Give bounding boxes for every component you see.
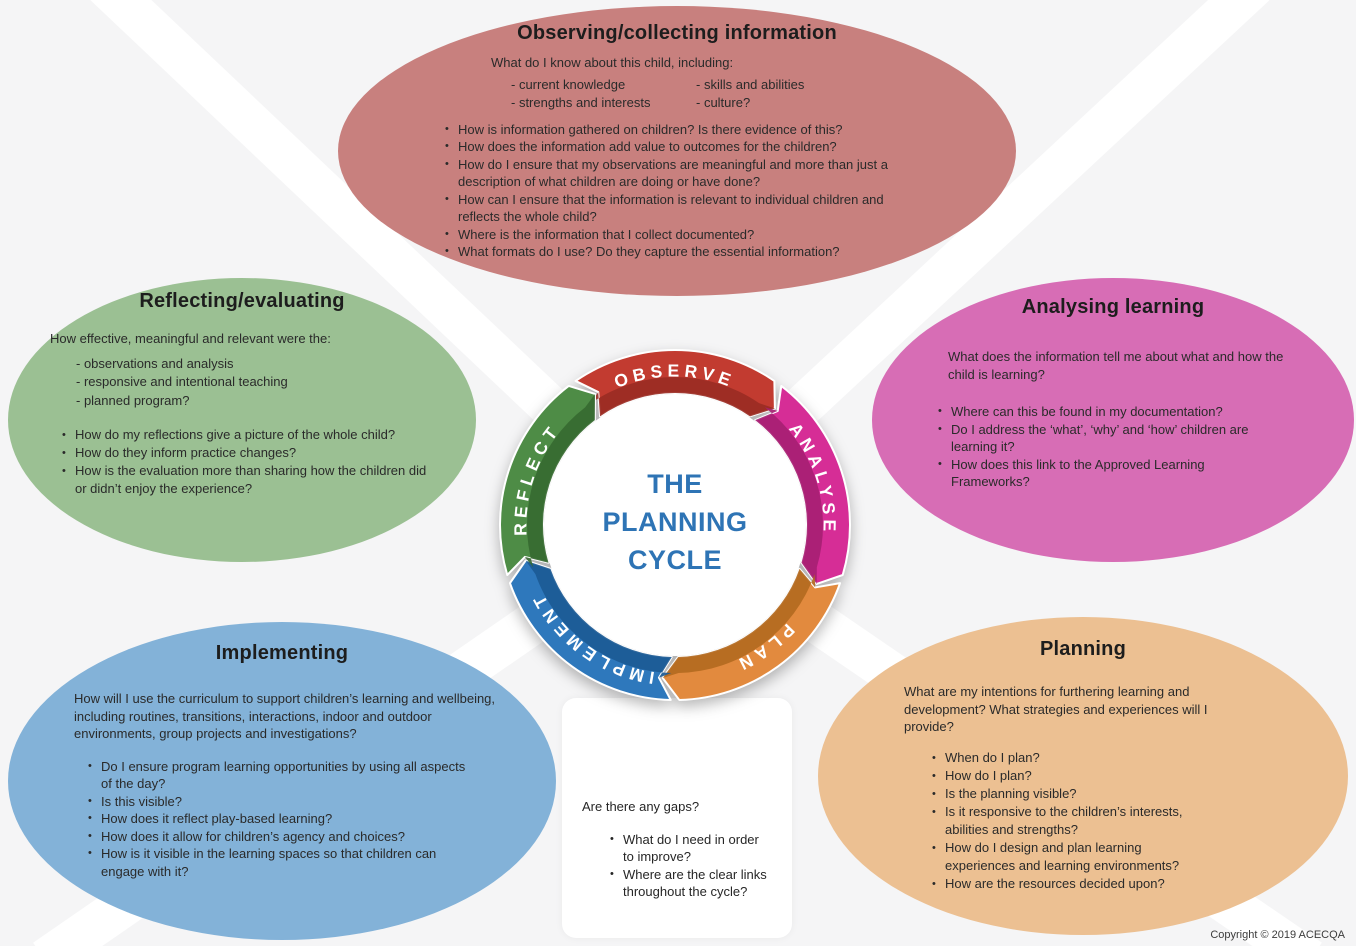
bullet-list: How do my reflections give a picture of … (60, 426, 428, 498)
bubble-planning: Planning What are my intentions for furt… (818, 617, 1348, 935)
bullet-item: Is this visible? (86, 793, 466, 811)
bullet-item: How can I ensure that the information is… (443, 191, 923, 226)
dash-item: - current knowledge (511, 76, 626, 92)
bullet-item: When do I plan? (930, 749, 1214, 767)
bubble-reflecting: Reflecting/evaluating How effective, mea… (8, 278, 476, 562)
bubble-observing: Observing/collecting information What do… (338, 6, 1016, 296)
bubble-analysing: Analysing learning What does the informa… (872, 278, 1354, 562)
bubble-intro: How effective, meaningful and relevant w… (50, 331, 331, 346)
dash-item: - skills and abilities (696, 76, 805, 92)
gaps-title: Are there any gaps? (582, 799, 700, 814)
dash-list: - current knowledge - skills and abiliti… (511, 76, 948, 112)
bubble-title: Reflecting/evaluating (139, 290, 345, 312)
bullet-item: How do my reflections give a picture of … (60, 426, 428, 444)
bullet-item: Do I ensure program learning opportuniti… (86, 758, 466, 793)
cycle-center-title: THE PLANNING CYCLE (565, 465, 785, 579)
bubble-title: Observing/collecting information (517, 22, 837, 44)
dash-item: - observations and analysis (76, 355, 234, 371)
bullet-item: Where are the clear links throughout the… (608, 866, 768, 901)
bullet-item: How is the evaluation more than sharing … (60, 462, 428, 498)
bullet-list: Do I ensure program learning opportuniti… (86, 758, 466, 881)
bullet-list: When do I plan? How do I plan? Is the pl… (930, 749, 1214, 893)
bullet-item: Do I address the ‘what’, ‘why’ and ‘how’… (936, 421, 1276, 456)
bubble-intro: How will I use the curriculum to support… (74, 691, 496, 741)
copyright-text: Copyright © 2019 ACECQA (1210, 929, 1345, 941)
bullet-item: How do I plan? (930, 767, 1214, 785)
bullet-item: How is information gathered on children?… (443, 121, 923, 139)
cycle-center-line: THE (647, 469, 703, 499)
cycle-inner-circle (544, 394, 806, 656)
bullet-item: How do I ensure that my observations are… (443, 156, 923, 191)
dash-item: - responsive and intentional teaching (76, 374, 288, 389)
bullet-item: How does the information add value to ou… (443, 138, 923, 156)
dash-list: - observations and analysis - responsive… (76, 355, 450, 411)
bubble-title: Analysing learning (1021, 296, 1205, 318)
gaps-bullet-list: What do I need in order to improve? Wher… (608, 831, 768, 901)
cycle-center-line: CYCLE (627, 545, 722, 575)
ring-segment-shade (755, 407, 823, 584)
bullet-item: Where is the information that I collect … (443, 226, 923, 244)
dash-item: - strengths and interests (511, 94, 651, 110)
ring-segment-shade (590, 377, 775, 417)
bullet-item: Is it responsive to the children’s inter… (930, 803, 1214, 839)
bubble-intro: What are my intentions for furthering le… (904, 684, 1208, 734)
bullet-item: Where can this be found in my documentat… (936, 403, 1276, 421)
ring-segment-shade (525, 560, 672, 678)
bubble-title: Implementing (215, 642, 349, 664)
bubble-intro: What does the information tell me about … (948, 349, 1284, 382)
bullet-item: How do they inform practice changes? (60, 444, 428, 462)
bullet-item: Is the planning visible? (930, 785, 1214, 803)
bubble-implementing: Implementing How will I use the curricul… (8, 622, 556, 940)
bullet-list: How is information gathered on children?… (443, 121, 923, 261)
gaps-box: Are there any gaps? What do I need in or… (562, 698, 792, 938)
bullet-item: What do I need in order to improve? (608, 831, 768, 866)
dash-item: - culture? (696, 94, 751, 110)
bullet-item: How is it visible in the learning spaces… (86, 845, 466, 880)
bubble-title: Planning (1039, 638, 1127, 660)
bullet-item: How does this link to the Approved Learn… (936, 456, 1276, 491)
bullet-item: What formats do I use? Do they capture t… (443, 243, 923, 261)
ring-segment-shade (524, 393, 596, 568)
ring-segment-shade (662, 568, 816, 679)
bullet-item: How are the resources decided upon? (930, 875, 1214, 893)
dash-item: - planned program? (76, 392, 190, 408)
cycle-center-line: PLANNING (602, 507, 748, 537)
bubble-intro: What do I know about this child, includi… (491, 55, 734, 70)
bullet-list: Where can this be found in my documentat… (936, 403, 1276, 491)
bullet-item: How does it allow for children’s agency … (86, 828, 466, 846)
bullet-item: How does it reflect play-based learning? (86, 810, 466, 828)
bullet-item: How do I design and plan learning experi… (930, 839, 1214, 875)
